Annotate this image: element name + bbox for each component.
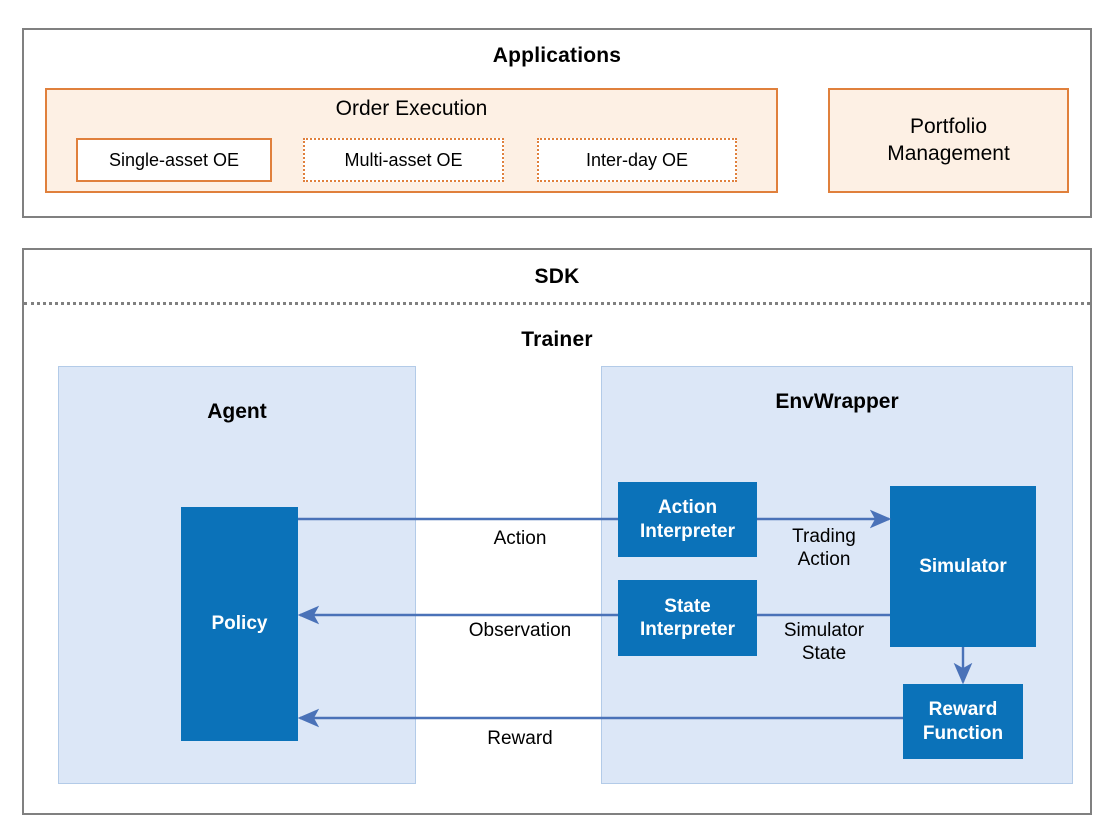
flow-label-action: Action (493, 528, 547, 549)
sdk-title: SDK (534, 265, 580, 288)
inter-day-oe-box[interactable]: Inter-day OE (537, 138, 737, 182)
simulator-node[interactable]: Simulator (890, 486, 1036, 647)
flow-label-trading-action: Trading Action (792, 526, 856, 570)
multi-asset-oe-box[interactable]: Multi-asset OE (303, 138, 504, 182)
flow-label-reward: Reward (487, 728, 553, 749)
trainer-title: Trainer (521, 328, 593, 351)
portfolio-management-box[interactable]: Portfolio Management (828, 88, 1069, 193)
simulator-label: Simulator (919, 555, 1007, 577)
agent-title: Agent (207, 400, 267, 423)
reward-function-node[interactable]: Reward Function (903, 684, 1023, 759)
flow-label-observation: Observation (468, 620, 572, 641)
order-execution-title: Order Execution (335, 97, 488, 120)
multi-asset-oe-label: Multi-asset OE (344, 149, 463, 170)
single-asset-oe-label: Single-asset OE (108, 149, 240, 170)
applications-title: Applications (492, 44, 622, 67)
policy-node[interactable]: Policy (181, 507, 298, 741)
flow-label-simulator-state: Simulator State (783, 620, 865, 664)
state-interpreter-node[interactable]: State Interpreter (618, 580, 757, 656)
reward-function-label: Reward Function (922, 699, 1004, 744)
inter-day-oe-label: Inter-day OE (585, 149, 689, 170)
action-interpreter-label: Action Interpreter (639, 497, 736, 542)
single-asset-oe-box[interactable]: Single-asset OE (76, 138, 272, 182)
envwrapper-title: EnvWrapper (775, 390, 899, 413)
portfolio-management-label: Portfolio Management (887, 114, 1010, 165)
policy-label: Policy (211, 613, 268, 635)
sdk-trainer-divider (24, 302, 1090, 305)
action-interpreter-node[interactable]: Action Interpreter (618, 482, 757, 557)
state-interpreter-label: State Interpreter (639, 595, 736, 640)
